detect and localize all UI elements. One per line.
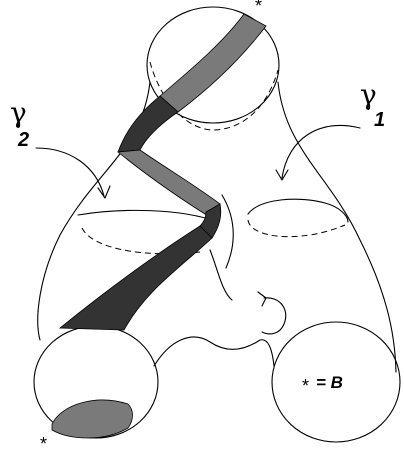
saddle-fold-1 — [221, 194, 234, 269]
legend-star: * — [302, 376, 309, 396]
band-segment-middle-light — [116, 149, 221, 223]
left-waist-front — [77, 209, 219, 223]
gamma1-arrow-icon — [275, 124, 361, 181]
top-circle-hidden-edge — [149, 61, 279, 131]
crotch-curve — [153, 336, 275, 367]
legend-text: = B — [316, 373, 343, 392]
band-segment-upper-dark — [117, 95, 179, 153]
svg-text:1: 1 — [374, 109, 385, 131]
band-segment-bottom-patch — [51, 399, 133, 439]
base-point-star-bottom: * — [40, 434, 47, 454]
right-waist — [247, 198, 349, 238]
gamma2-arrow-icon — [35, 147, 111, 199]
band-path — [51, 13, 267, 439]
rotation-arrow-icon — [257, 291, 287, 335]
svg-text:γ: γ — [360, 78, 377, 111]
right-waist-front — [247, 198, 349, 223]
right-waist-back — [247, 219, 346, 238]
svg-text:γ: γ — [10, 96, 27, 129]
top-boundary-circle — [146, 6, 280, 124]
gamma1-label: γ 1 — [360, 78, 385, 131]
band-segment-top — [159, 13, 267, 113]
gamma2-label: γ 2 — [10, 96, 29, 151]
svg-text:2: 2 — [17, 129, 29, 151]
saddle-folds — [209, 194, 234, 301]
right-outer-side — [277, 81, 397, 373]
saddle-fold-2 — [209, 249, 233, 301]
band-segment-lower-dark — [58, 225, 213, 331]
bottom-right-boundary-circle — [271, 321, 401, 443]
legend: * = B — [302, 373, 343, 396]
base-point-star-top: * — [255, 0, 262, 16]
